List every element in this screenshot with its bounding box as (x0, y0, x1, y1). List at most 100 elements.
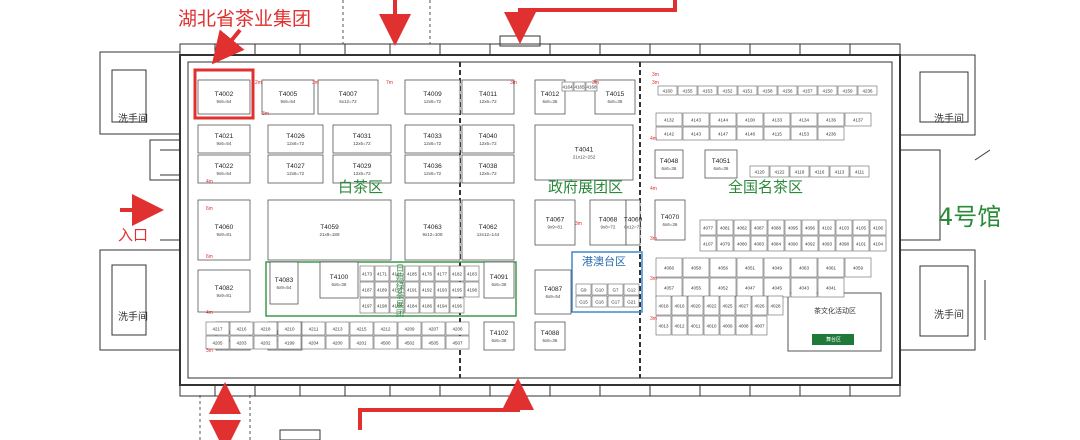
small-booth-id: 4106 (873, 226, 884, 231)
small-booth (671, 315, 688, 336)
small-booth-id: 4198 (377, 304, 388, 309)
dimension-label: 4m (206, 310, 213, 316)
small-booth (790, 126, 818, 141)
small-booth (229, 321, 254, 336)
small-booth-id: G10 (595, 288, 604, 293)
small-booth-id: 4043 (799, 286, 810, 291)
small-booth (763, 112, 791, 127)
small-booth-id: 4212 (380, 327, 391, 332)
small-booth-id: 4077 (703, 226, 714, 231)
small-booth-id: 4025 (722, 304, 733, 309)
booth-size: 9x6=54 (281, 99, 296, 104)
small-booth (817, 126, 845, 141)
small-booth (449, 281, 465, 298)
small-booth (325, 335, 350, 350)
small-booth (591, 283, 608, 296)
booth (594, 79, 636, 115)
small-booth (801, 235, 819, 252)
small-booth (697, 85, 718, 96)
top-approach (199, 0, 431, 440)
small-booth-id: 4217 (212, 327, 223, 332)
booth (267, 199, 392, 261)
small-booth (561, 81, 574, 92)
small-booth (699, 235, 717, 252)
booth-size: 21x9=189 (320, 232, 340, 237)
booth-size: 6x6=36 (663, 222, 678, 227)
small-booth (623, 283, 640, 296)
small-booth (736, 257, 764, 278)
booth (269, 261, 299, 305)
small-booth (763, 257, 791, 278)
small-booth (750, 235, 768, 252)
small-booth-id: 4134 (799, 118, 810, 123)
small-booth-id: 4151 (742, 89, 753, 94)
booth-id: T4041 (575, 147, 594, 154)
small-booth-id: 4095 (788, 226, 799, 231)
small-booth (655, 126, 683, 141)
small-booth-id: 4502 (404, 341, 415, 346)
booth (534, 269, 572, 315)
small-booth (374, 297, 390, 314)
small-booth (717, 85, 738, 96)
small-booth (575, 295, 592, 308)
small-booth-id: 4090 (788, 242, 799, 247)
small-booth (374, 281, 390, 298)
booth-id: T4059 (320, 224, 339, 231)
booth-size: 6x6=36 (608, 99, 623, 104)
small-booth (709, 257, 737, 278)
booth-size: 6x12=72 (339, 99, 357, 104)
small-booth (349, 335, 374, 350)
small-booth (784, 235, 802, 252)
booth (267, 154, 324, 184)
booth (461, 124, 515, 154)
dimension-label: 3m (652, 80, 659, 86)
small-booth-id: 4092 (805, 242, 816, 247)
small-booth-id: 4153 (799, 132, 810, 137)
small-booth-id: 4183 (467, 272, 478, 277)
small-booth (374, 265, 390, 282)
small-booth (687, 295, 704, 316)
small-booth-id: 4197 (362, 304, 373, 309)
small-booth (464, 281, 480, 298)
booth-size: 6x6=36 (332, 282, 347, 287)
booth-id: T4033 (423, 133, 442, 140)
small-booth (719, 295, 736, 316)
booth (332, 124, 392, 154)
small-booth-id: 4190 (392, 288, 403, 293)
small-booth (749, 165, 770, 178)
small-booth-id: 4185 (407, 272, 418, 277)
small-booth-id: 4020 (690, 304, 701, 309)
small-booth-id: 4236 (826, 132, 837, 137)
booth-size: 6x6=36 (714, 166, 729, 171)
small-booth-id: 4148 (745, 132, 756, 137)
small-booth-id: 4012 (674, 324, 685, 329)
booth (461, 199, 515, 261)
booth-size: 6x12=72 (624, 225, 642, 230)
small-booth (736, 126, 764, 141)
booth-size: 9x8=72 (601, 225, 616, 230)
booth-size: 9x6=54 (217, 141, 232, 146)
small-booth-id: 4165 (574, 85, 585, 90)
dimension-label: 4m (206, 179, 213, 185)
small-booth-id: 4147 (718, 132, 729, 137)
booth-size: 9x6=54 (217, 99, 232, 104)
small-booth-id: 4143 (691, 132, 702, 137)
booth-size: 9x9=81 (548, 225, 563, 230)
small-booth (835, 235, 853, 252)
rizhao-zone-outline (265, 261, 517, 317)
small-booth-id: 4120 (754, 170, 765, 175)
booth-id: T4040 (479, 133, 498, 140)
zone-white-tea: 白茶区 (338, 179, 384, 196)
booth (534, 199, 576, 246)
small-booth-id: 4122 (774, 170, 785, 175)
small-booth (404, 281, 420, 298)
booth-size: 12x6=72 (424, 141, 442, 146)
small-booth (404, 265, 420, 282)
small-booth (607, 295, 624, 308)
small-booth-id: 4057 (664, 286, 675, 291)
booth (319, 261, 359, 299)
dimension-label: 3m (650, 316, 657, 322)
small-booth (719, 315, 736, 336)
